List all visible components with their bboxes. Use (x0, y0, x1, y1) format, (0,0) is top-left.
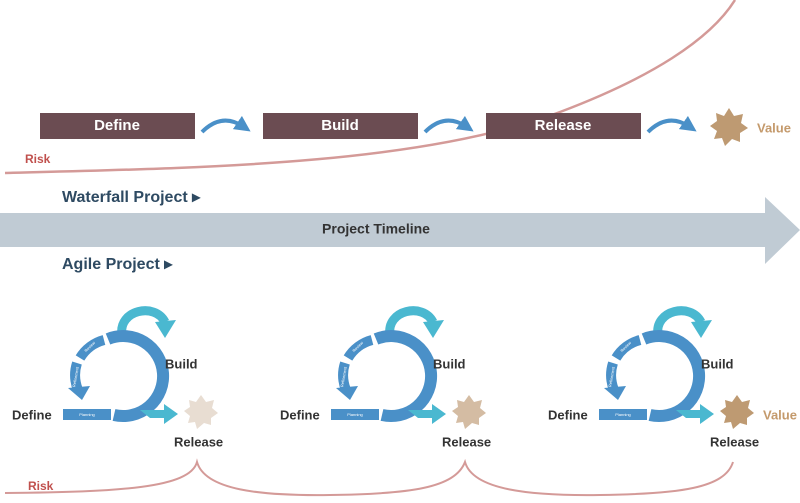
agile-define-label: Define (548, 407, 588, 422)
cycle-planning-bar (599, 409, 647, 420)
cycle-review-arc (75, 335, 106, 361)
waterfall-step-build: Build (263, 113, 418, 139)
phase-planning: Planning (79, 412, 95, 417)
agile-release-label: Release (442, 434, 491, 449)
agile-define-label: Define (280, 407, 320, 422)
value-star-icon (710, 108, 748, 146)
curved-arrow-icon (200, 115, 251, 134)
cycle-planning-bar (63, 409, 111, 420)
phase-refinement: Refinement (607, 366, 616, 388)
teal-loop-arrowhead (423, 320, 444, 338)
curved-arrow-icon (423, 115, 474, 134)
refinement-arrowhead (68, 386, 90, 400)
agile-release-label: Release (174, 434, 223, 449)
cycle-implementation-arc (641, 330, 706, 423)
cycle-implementation-arc (373, 330, 438, 423)
release-arrow-icon (140, 404, 178, 424)
teal-loop-arrow-icon (385, 306, 438, 336)
refinement-arrowhead (336, 386, 358, 400)
agile-iteration: Planning Implementation Review Refinemen… (280, 306, 491, 449)
refinement-arrowhead (604, 386, 626, 400)
release-star-icon (720, 395, 754, 429)
waterfall-risk-label: Risk (25, 152, 51, 166)
waterfall-value-label: Value (757, 120, 791, 135)
cycle-review-arc (343, 335, 374, 361)
agile-iteration: Planning Implementation Review Refinemen… (548, 306, 759, 449)
phase-implementation: Implementation (677, 358, 691, 385)
teal-loop-arrowhead (691, 320, 712, 338)
phase-planning: Planning (615, 412, 631, 417)
phase-planning: Planning (347, 412, 363, 417)
curved-arrow-icon (646, 115, 697, 134)
teal-loop-arrow-icon (653, 306, 706, 336)
agile-build-label: Build (165, 356, 198, 371)
waterfall-step-define: Define (40, 113, 195, 139)
cycle-review-arc (611, 335, 642, 361)
teal-loop-arrow-icon (117, 306, 170, 336)
phase-implementation: Implementation (141, 358, 155, 385)
project-timeline-arrow (0, 197, 800, 264)
agile-value-label: Value (763, 407, 797, 422)
release-arrow-icon (408, 404, 446, 424)
agile-risk-curve (4, 458, 734, 497)
svg-text:Release: Release (535, 117, 592, 134)
timeline-label: Project Timeline (322, 221, 430, 237)
agile-risk-label: Risk (28, 479, 54, 493)
release-star-icon (184, 395, 218, 429)
agile-release-label: Release (710, 434, 759, 449)
cycle-implementation-arc (105, 330, 170, 423)
waterfall-heading: Waterfall Project ▸ (62, 189, 201, 206)
teal-loop-arrowhead (155, 320, 176, 338)
agile-build-label: Build (433, 356, 466, 371)
agile-heading: Agile Project ▸ (62, 256, 173, 273)
phase-refinement: Refinement (339, 366, 348, 388)
phase-implementation: Implementation (409, 358, 423, 385)
agile-define-label: Define (12, 407, 52, 422)
waterfall-step-release: Release (486, 113, 641, 139)
svg-text:Build: Build (321, 117, 359, 134)
release-arrow-icon (676, 404, 714, 424)
svg-text:Define: Define (94, 117, 140, 134)
agile-iteration: Planning Implementation Review Refinemen… (12, 306, 223, 449)
agile-build-label: Build (701, 356, 734, 371)
release-star-icon (452, 395, 486, 429)
waterfall-risk-curve (4, 0, 737, 175)
phase-refinement: Refinement (71, 366, 80, 388)
cycle-planning-bar (331, 409, 379, 420)
